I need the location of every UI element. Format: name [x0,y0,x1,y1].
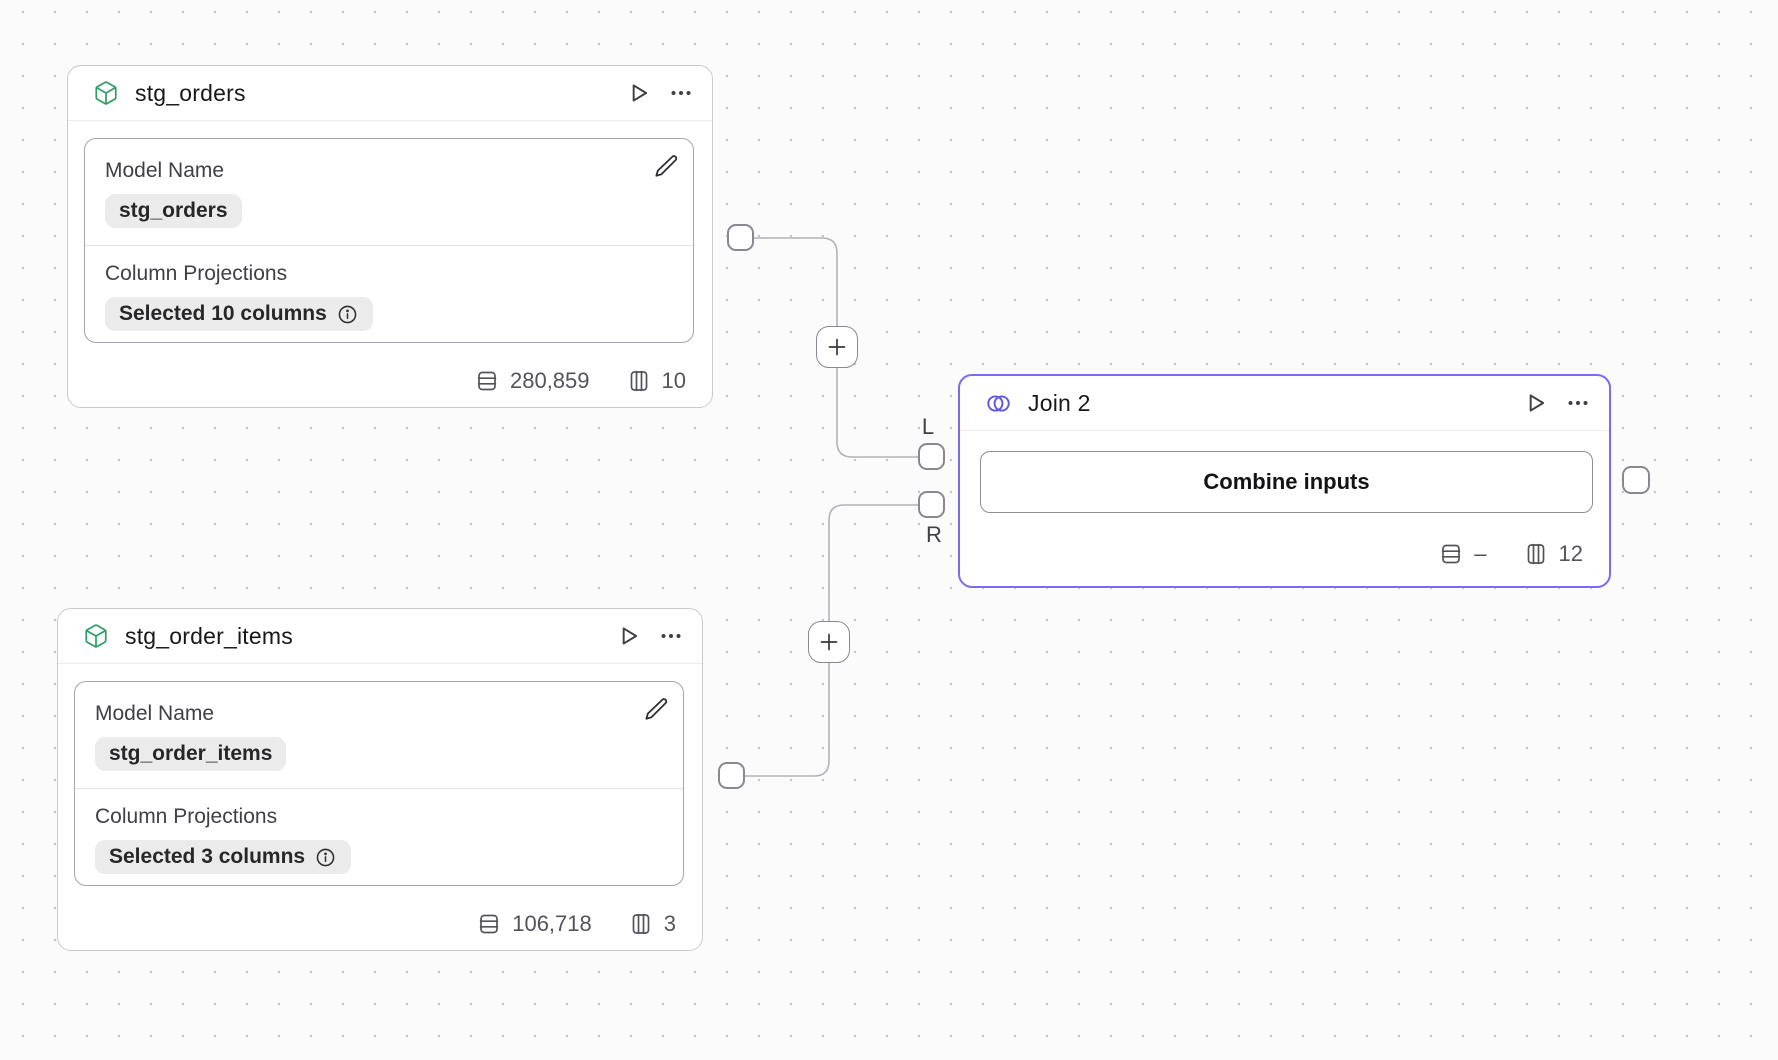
add-node-on-edge-button[interactable] [808,621,850,663]
model-name-pill[interactable]: stg_orders [105,194,242,228]
box-icon [93,80,119,106]
box-icon [83,623,109,649]
right-input-label: R [926,522,942,547]
node-stats: 280,859 10 [475,363,686,399]
node-stats: 106,718 3 [477,906,676,942]
panel-divider [85,245,693,246]
info-icon[interactable] [336,303,359,326]
node-header: stg_order_items [58,609,702,664]
more-options-button[interactable] [1564,389,1592,417]
run-node-button[interactable] [1521,389,1549,417]
more-options-button[interactable] [667,79,695,107]
node-stats: – 12 [1439,536,1583,572]
node-header: stg_orders [68,66,712,121]
field-label: Column Projections [105,262,288,285]
node-title: Join 2 [1028,389,1091,416]
column-count-icon [627,369,651,393]
field-label: Model Name [105,159,225,182]
row-count-icon [1439,542,1463,566]
column-count-icon [1524,542,1548,566]
join-icon [985,390,1012,417]
row-count-icon [475,369,499,393]
column-count: 3 [663,911,676,936]
row-count: – [1474,541,1487,566]
join-left-input-port[interactable] [918,443,945,470]
column-count: 12 [1558,541,1583,566]
column-projections-pill[interactable]: Selected 3 columns [95,840,352,874]
run-node-button[interactable] [614,622,642,650]
model-editor-panel: Model Name stg_order_items Column Projec… [74,681,684,886]
edit-pencil-icon[interactable] [652,152,680,180]
field-label: Column Projections [95,805,278,828]
panel-divider [75,788,683,789]
row-count: 106,718 [512,911,592,936]
combine-inputs-button[interactable]: Combine inputs [980,451,1593,513]
node-stg-orders[interactable]: stg_orders Model Name stg_orders Column … [67,65,713,408]
output-port-stg-orders[interactable] [727,224,754,251]
node-title: stg_order_items [125,622,293,649]
field-label: Model Name [95,702,215,725]
node-title: stg_orders [135,79,246,106]
model-name-pill[interactable]: stg_order_items [95,737,287,771]
info-icon[interactable] [314,846,337,869]
column-projections-pill[interactable]: Selected 10 columns [105,297,373,331]
add-node-on-edge-button[interactable] [816,326,858,368]
left-input-label: L [921,414,935,439]
column-count-icon [629,912,653,936]
column-count: 10 [661,368,686,393]
join-output-port[interactable] [1622,466,1650,494]
node-stg-order-items[interactable]: stg_order_items Model Name stg_order_ite… [57,608,703,951]
node-join-2[interactable]: Join 2 Combine inputs – 12 [958,374,1611,588]
node-header: Join 2 [960,376,1609,431]
row-count-icon [477,912,501,936]
row-count: 280,859 [509,368,590,393]
model-editor-panel: Model Name stg_orders Column Projections… [84,138,694,343]
edit-pencil-icon[interactable] [642,695,670,723]
run-node-button[interactable] [624,79,652,107]
output-port-stg-order-items[interactable] [718,762,745,789]
more-options-button[interactable] [657,622,685,650]
join-right-input-port[interactable] [918,491,945,518]
